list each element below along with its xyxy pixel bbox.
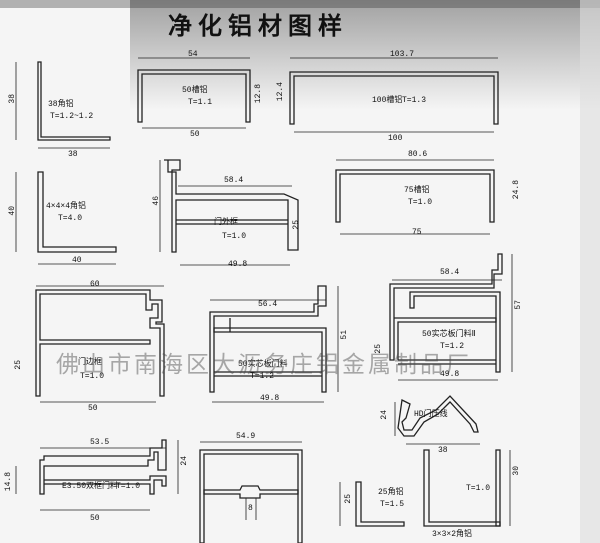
profile-door-thickness: T=1.0 — [80, 372, 105, 381]
angle38-drawing — [15, 61, 111, 149]
angle40-drawing — [15, 171, 117, 265]
angle333-drawing — [423, 449, 511, 527]
angle40-dim-height: 40 — [8, 206, 17, 216]
profile-door-drawing — [35, 285, 165, 403]
dbl50-drawing — [15, 439, 179, 511]
panel50b-dim-height: 57 — [514, 300, 523, 310]
dbl50-thickness: T=1.0 — [116, 482, 141, 491]
channel75-name: 75槽铝 — [404, 186, 430, 195]
angle40-name: 4×4×4角铝 — [46, 202, 87, 211]
angle40-dim-width: 40 — [72, 256, 82, 265]
angle38-dim-height: 38 — [8, 94, 17, 104]
dbl50-dim-side: 24 — [180, 456, 189, 466]
pressing-dim-width: 38 — [438, 446, 448, 455]
channel75-dim-bottom: 75 — [412, 228, 422, 237]
pressing-drawing — [394, 395, 480, 445]
panel50b-thickness: T=1.2 — [440, 342, 465, 351]
doorframe-dim-side: 25 — [292, 220, 301, 230]
channel100-dim-height: 12.4 — [276, 82, 285, 102]
angle25-drawing — [339, 481, 405, 527]
angle25-thickness: T=1.5 — [380, 500, 405, 509]
dbl50-dim-bottom: 50 — [90, 514, 100, 523]
panel50-name: 50实芯板门料 — [238, 360, 288, 369]
profile-door-dim-height: 25 — [14, 360, 23, 370]
channel50-name: 50槽铝 — [182, 86, 208, 95]
angle38-dim-width: 38 — [68, 150, 78, 159]
angle40-thickness: T=4.0 — [58, 214, 83, 223]
channel50-dim-top: 54 — [188, 50, 198, 59]
watermark: 佛山市南海区大沥务庄铝金属制品厂 — [56, 352, 472, 378]
profile-door-dim-bottom: 50 — [88, 404, 98, 413]
page-title: 净化铝材图样 — [168, 12, 348, 40]
channel50-thickness: T=1.1 — [188, 98, 213, 107]
profile-door-dim-top: 60 — [90, 280, 100, 289]
angle333-thickness: T=1.0 — [466, 484, 491, 493]
doorframe-dim-bottom: 49.8 — [228, 260, 248, 269]
channel100-drawing — [289, 57, 499, 133]
channel100-thickness: T=1.3 — [402, 96, 427, 105]
doorframe-dim-top: 58.4 — [224, 176, 244, 185]
channel50-drawing — [137, 57, 251, 129]
channel100-name: 100槽铝 — [372, 96, 403, 105]
panel50b-name: 50实芯板门料Ⅱ — [422, 330, 476, 339]
angle25-name: 25角铝 — [378, 488, 404, 497]
channel75-thickness: T=1.0 — [408, 198, 433, 207]
angle25-dim-height: 25 — [344, 494, 353, 504]
dbl50-dim-top: 53.5 — [90, 438, 110, 447]
channel75-dim-top: 80.6 — [408, 150, 428, 159]
channel100-dim-top: 103.7 — [390, 50, 415, 59]
panel50-dim-top: 56.4 — [258, 300, 278, 309]
channel75-drawing — [335, 159, 495, 235]
panel50b-dim-bottom: 49.8 — [440, 370, 460, 379]
channel75-dim-height: 24.8 — [512, 180, 521, 200]
angle38-name: 38角铝 — [48, 100, 74, 109]
doorframe-thickness: T=1.0 — [222, 232, 247, 241]
panel50b-drawing — [389, 253, 513, 381]
channel100-dim-bottom: 100 — [388, 134, 403, 143]
channel50-dim-height: 12.8 — [254, 84, 263, 104]
panel50-thickness: T=1.2 — [250, 372, 275, 381]
angle333-name: 3×3×2角铝 — [432, 530, 473, 539]
dbl50-name: E3.50双框门料 — [62, 482, 119, 491]
pressing-name: HD门压线 — [414, 410, 448, 419]
pressing-dim-height: 24 — [380, 410, 389, 420]
panel50-drawing — [209, 285, 339, 403]
channel50-dim-bottom: 50 — [190, 130, 200, 139]
panel50-dim-bottom: 49.8 — [260, 394, 280, 403]
panel50b-dim-top: 58.4 — [440, 268, 460, 277]
bottom-drawing — [199, 441, 303, 543]
bottom-dim-gap: 8 — [248, 504, 253, 513]
profile-door-name: 门边框 — [78, 358, 102, 367]
angle38-thickness: T=1.2~1.2 — [50, 112, 94, 121]
doorframe-name: 门外框 — [214, 218, 238, 227]
doorframe-drawing — [159, 159, 299, 266]
panel50-dim-height: 51 — [340, 330, 349, 340]
dbl50-dim-height: 14.8 — [4, 472, 13, 492]
doorframe-dim-height: 46 — [152, 196, 161, 206]
bottom-dim-top: 54.9 — [236, 432, 256, 441]
angle333-dim-height: 30 — [512, 466, 521, 476]
